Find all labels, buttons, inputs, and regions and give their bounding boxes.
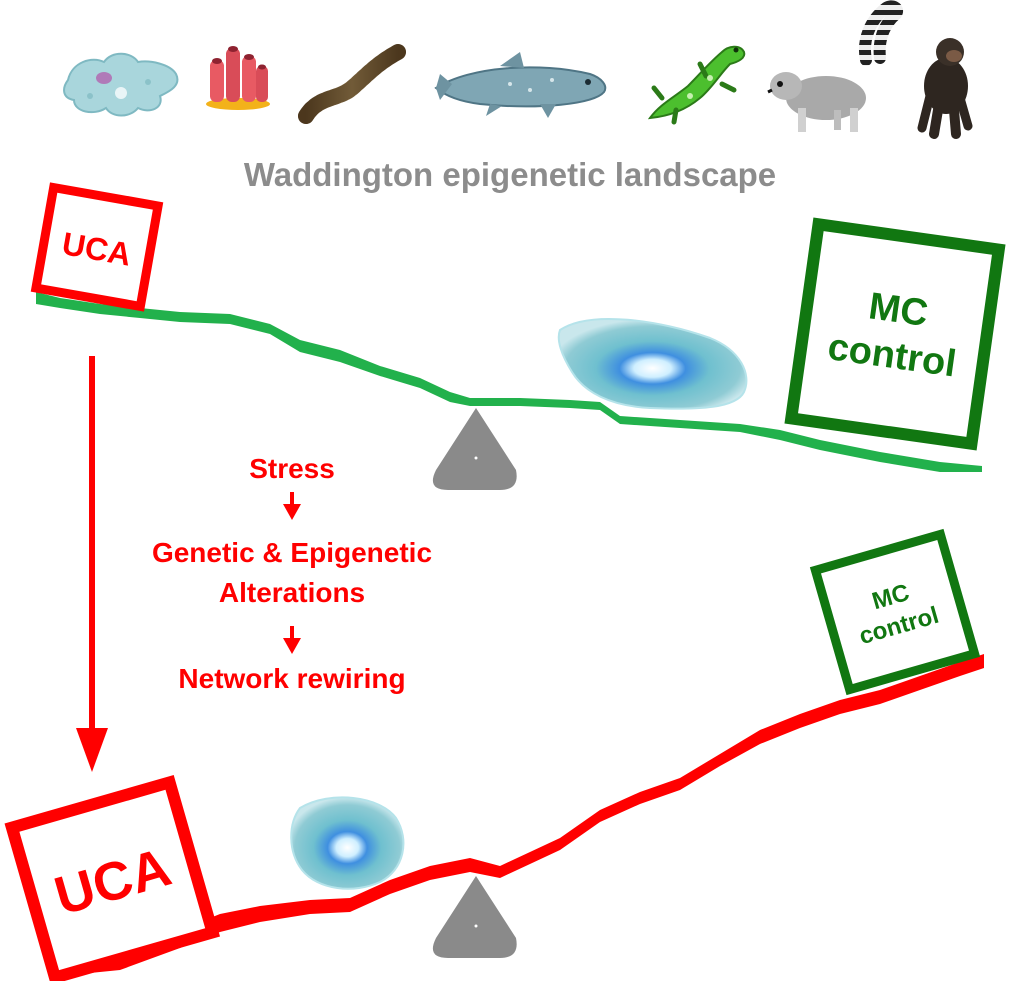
bottom-landscape: UCA MC control (4, 528, 984, 981)
bottom-fulcrum (432, 876, 517, 958)
diagram-title: Waddington epigenetic landscape (244, 156, 776, 193)
arrow-down-icon (283, 638, 301, 654)
step-stress: Stress (249, 453, 335, 484)
amoeba-icon (63, 52, 179, 117)
green-slope (36, 292, 982, 472)
step-network-rewiring: Network rewiring (178, 663, 405, 694)
red-slope (60, 654, 984, 976)
transition-arrow (76, 356, 108, 772)
lizard-icon (647, 45, 746, 125)
bottom-mc-box: MC control (809, 528, 981, 696)
step-alterations-line2: Alterations (219, 577, 365, 608)
sponge-icon (206, 46, 270, 110)
bottom-uca-box: UCA (4, 774, 221, 981)
top-uca-box: UCA (30, 182, 164, 312)
top-fulcrum (432, 408, 517, 490)
worm-icon (298, 44, 406, 124)
step-alterations-line1: Genetic & Epigenetic (152, 537, 432, 568)
process-steps: Stress Genetic & Epigenetic Alterations … (152, 453, 432, 694)
lemur-icon (767, 0, 903, 132)
organism-row (63, 0, 973, 139)
arrow-down-icon (283, 504, 301, 520)
chimpanzee-icon (917, 38, 973, 139)
top-mc-label-line1: MC (866, 285, 930, 335)
top-mc-box: MC control (784, 217, 1006, 451)
top-cell (557, 317, 748, 410)
coelacanth-icon (434, 52, 607, 118)
bottom-cell (290, 796, 405, 890)
top-landscape: UCA MC control (30, 182, 1006, 490)
